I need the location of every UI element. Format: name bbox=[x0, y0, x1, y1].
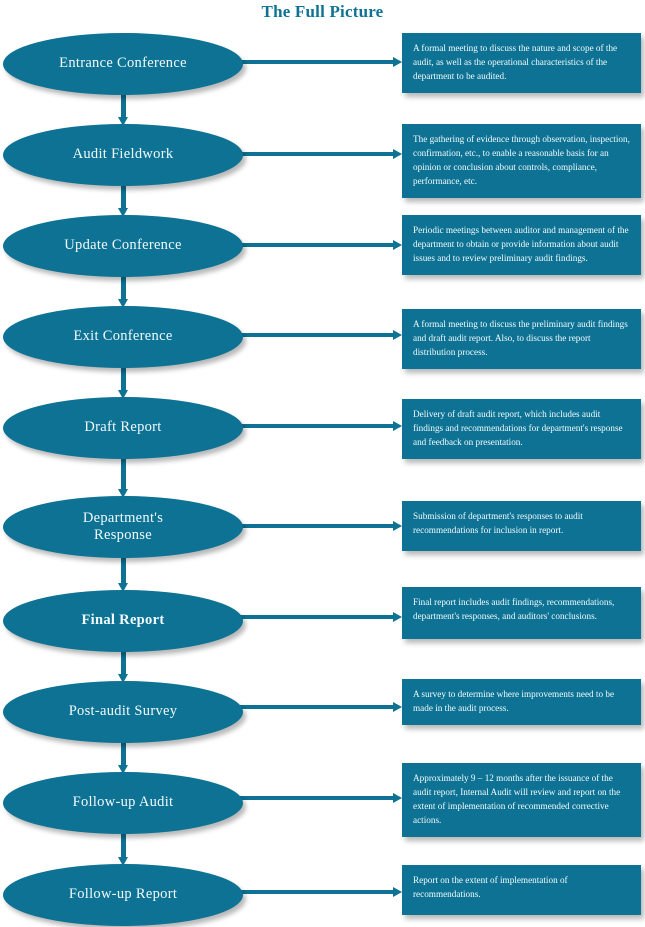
description-follow-up-report: Report on the extent of implementation o… bbox=[402, 865, 641, 915]
arrow-head-icon bbox=[118, 489, 128, 498]
connector-arrow-entrance-conference-to-description bbox=[237, 57, 402, 68]
stage-label: Final Report bbox=[81, 612, 165, 629]
description-draft-report: Delivery of draft audit report, which in… bbox=[402, 399, 641, 459]
flow-arrow-exit-conference-to-draft-report bbox=[118, 366, 129, 399]
description-entrance-conference: A formal meeting to discuss the nature a… bbox=[402, 33, 641, 93]
description-audit-fieldwork: The gathering of evidence through observ… bbox=[402, 124, 641, 198]
stage-draft-report[interactable]: Draft Report bbox=[3, 397, 243, 459]
stage-post-audit-survey[interactable]: Post-audit Survey bbox=[3, 681, 243, 743]
stage-label: Exit Conference bbox=[73, 328, 173, 345]
description-text: Approximately 9 – 12 months after the is… bbox=[413, 773, 621, 825]
arrow-shaft bbox=[237, 524, 394, 528]
stage-label: Audit Fieldwork bbox=[72, 146, 174, 163]
arrow-shaft bbox=[121, 556, 126, 583]
arrow-head-icon bbox=[393, 240, 402, 250]
description-follow-up-audit: Approximately 9 – 12 months after the is… bbox=[402, 763, 641, 837]
connector-arrow-follow-up-report-to-description bbox=[237, 887, 402, 898]
arrow-head-icon bbox=[393, 57, 402, 67]
description-final-report: Final report includes audit findings, re… bbox=[402, 587, 641, 639]
arrow-shaft bbox=[237, 333, 394, 337]
arrow-shaft bbox=[121, 184, 126, 208]
connector-arrow-follow-up-audit-to-description bbox=[237, 793, 402, 804]
arrow-shaft bbox=[237, 60, 394, 64]
description-text: A survey to determine where improvements… bbox=[413, 689, 615, 713]
connector-arrow-update-conference-to-description bbox=[237, 240, 402, 251]
stage-entrance-conference[interactable]: Entrance Conference bbox=[3, 33, 243, 95]
arrow-shaft bbox=[237, 152, 394, 156]
flow-arrow-final-report-to-post-audit-survey bbox=[118, 650, 129, 683]
flow-arrow-entrance-conference-to-audit-fieldwork bbox=[118, 93, 129, 126]
connector-arrow-post-audit-survey-to-description bbox=[237, 702, 402, 713]
arrow-shaft bbox=[121, 366, 126, 390]
arrow-head-icon bbox=[393, 702, 402, 712]
arrow-head-icon bbox=[393, 612, 402, 622]
stage-update-conference[interactable]: Update Conference bbox=[3, 215, 243, 277]
flow-arrow-update-conference-to-exit-conference bbox=[118, 275, 129, 308]
arrow-shaft bbox=[237, 890, 394, 894]
description-text: Delivery of draft audit report, which in… bbox=[413, 409, 623, 447]
connector-arrow-draft-report-to-description bbox=[237, 421, 402, 432]
connector-arrow-departments-response-to-description bbox=[237, 521, 402, 532]
arrow-head-icon bbox=[393, 330, 402, 340]
arrow-head-icon bbox=[393, 149, 402, 159]
arrow-head-icon bbox=[118, 765, 128, 774]
stage-label: Department's Response bbox=[82, 509, 164, 543]
arrow-head-icon bbox=[118, 674, 128, 683]
arrow-shaft bbox=[237, 796, 394, 800]
description-text: Report on the extent of implementation o… bbox=[413, 875, 568, 899]
connector-arrow-exit-conference-to-description bbox=[237, 330, 402, 341]
stage-label: Entrance Conference bbox=[59, 55, 187, 72]
arrow-head-icon bbox=[118, 390, 128, 399]
stage-label: Follow-up Audit bbox=[72, 794, 174, 811]
description-text: Periodic meetings between auditor and ma… bbox=[413, 225, 629, 263]
description-text: The gathering of evidence through observ… bbox=[413, 134, 630, 186]
arrow-head-icon bbox=[118, 117, 128, 126]
stage-label: Follow-up Report bbox=[68, 886, 178, 903]
flow-arrow-departments-response-to-final-report bbox=[118, 556, 129, 592]
arrow-shaft bbox=[121, 741, 126, 765]
description-exit-conference: A formal meeting to discuss the prelimin… bbox=[402, 309, 641, 369]
arrow-head-icon bbox=[118, 857, 128, 866]
connector-arrow-final-report-to-description bbox=[237, 612, 402, 623]
arrow-shaft bbox=[121, 275, 126, 299]
description-text: Submission of department's responses to … bbox=[413, 511, 583, 535]
arrow-shaft bbox=[237, 615, 394, 619]
arrow-head-icon bbox=[118, 299, 128, 308]
arrow-head-icon bbox=[118, 583, 128, 592]
description-text: A formal meeting to discuss the nature a… bbox=[413, 43, 618, 81]
flow-arrow-draft-report-to-departments-response bbox=[118, 457, 129, 498]
description-departments-response: Submission of department's responses to … bbox=[402, 501, 641, 551]
stage-audit-fieldwork[interactable]: Audit Fieldwork bbox=[3, 124, 243, 186]
arrow-head-icon bbox=[118, 208, 128, 217]
description-text: Final report includes audit findings, re… bbox=[413, 597, 615, 621]
stage-follow-up-report[interactable]: Follow-up Report bbox=[3, 864, 243, 926]
flow-arrow-follow-up-audit-to-follow-up-report bbox=[118, 832, 129, 866]
arrow-shaft bbox=[121, 457, 126, 489]
stage-label: Update Conference bbox=[64, 237, 182, 254]
description-update-conference: Periodic meetings between auditor and ma… bbox=[402, 215, 641, 275]
arrow-shaft bbox=[121, 93, 126, 117]
connector-arrow-audit-fieldwork-to-description bbox=[237, 149, 402, 160]
arrow-shaft bbox=[121, 650, 126, 674]
description-text: A formal meeting to discuss the prelimin… bbox=[413, 319, 628, 357]
flow-arrow-post-audit-survey-to-follow-up-audit bbox=[118, 741, 129, 774]
arrow-shaft bbox=[237, 705, 394, 709]
arrow-head-icon bbox=[393, 421, 402, 431]
arrow-shaft bbox=[237, 424, 394, 428]
stage-final-report[interactable]: Final Report bbox=[3, 590, 243, 652]
stage-label: Draft Report bbox=[84, 419, 162, 436]
arrow-head-icon bbox=[393, 887, 402, 897]
page-title: The Full Picture bbox=[261, 2, 384, 21]
stage-label: Post-audit Survey bbox=[68, 703, 178, 720]
arrow-shaft bbox=[121, 832, 126, 857]
stage-exit-conference[interactable]: Exit Conference bbox=[3, 306, 243, 368]
arrow-shaft bbox=[237, 243, 394, 247]
description-post-audit-survey: A survey to determine where improvements… bbox=[402, 679, 641, 725]
arrow-head-icon bbox=[393, 793, 402, 803]
stage-follow-up-audit[interactable]: Follow-up Audit bbox=[3, 772, 243, 834]
flow-arrow-audit-fieldwork-to-update-conference bbox=[118, 184, 129, 217]
arrow-head-icon bbox=[393, 521, 402, 531]
stage-departments-response[interactable]: Department's Response bbox=[3, 496, 243, 558]
